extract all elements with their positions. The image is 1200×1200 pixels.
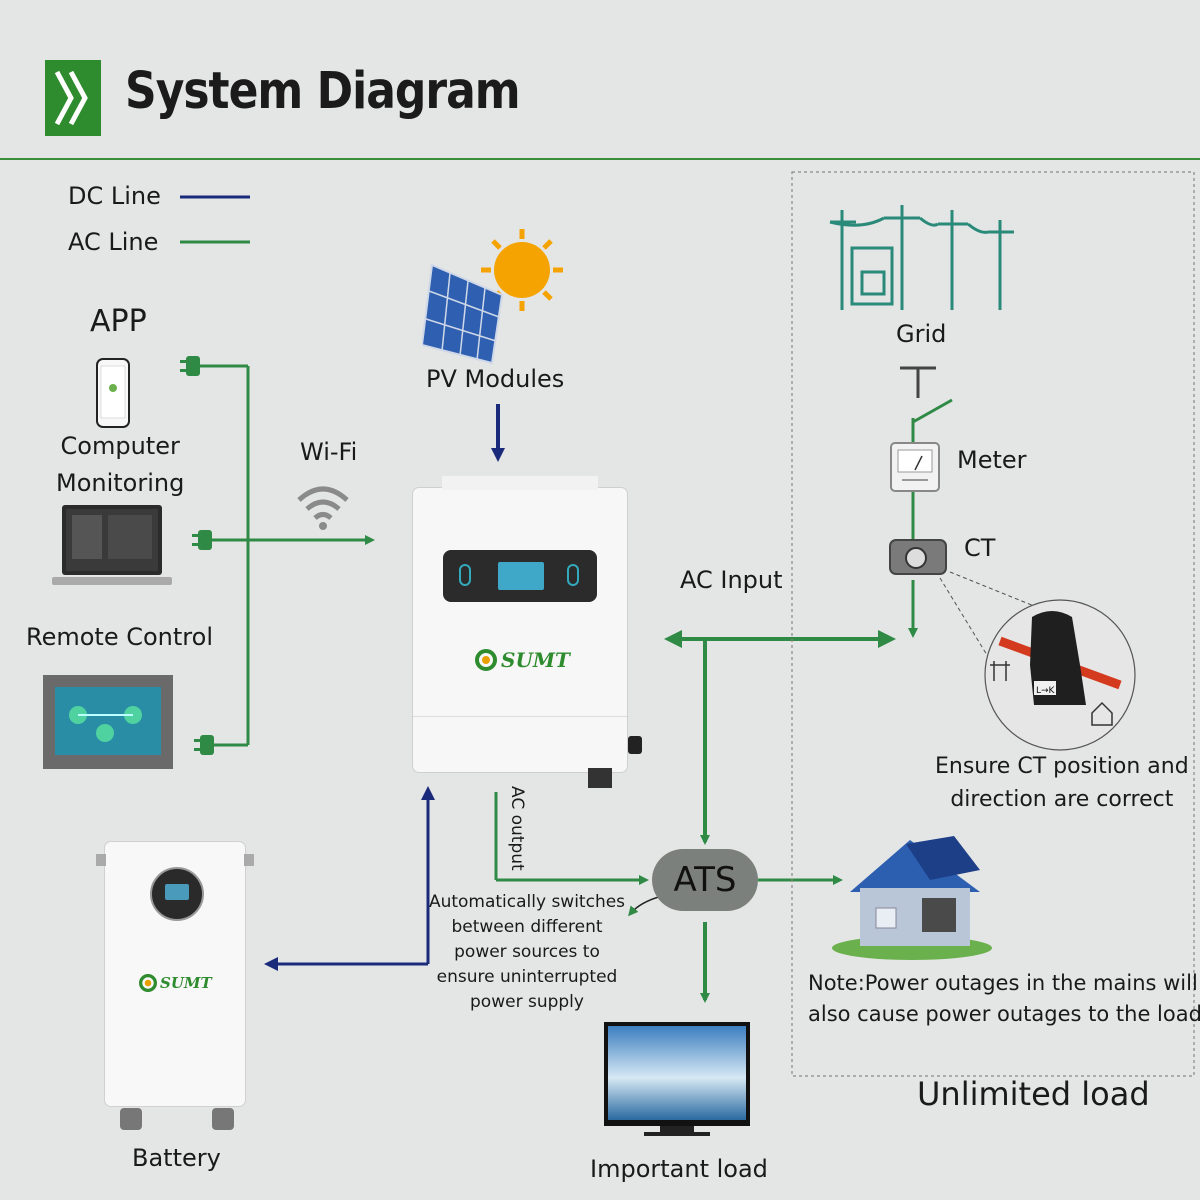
inverter-connector bbox=[588, 768, 612, 788]
inverter-side-switch bbox=[628, 736, 642, 754]
ats-node: ATS bbox=[652, 849, 758, 911]
battery-wheel-icon bbox=[120, 1108, 142, 1130]
wifi-label: Wi-Fi bbox=[300, 438, 358, 466]
ct-label: CT bbox=[964, 534, 996, 562]
grid-label: Grid bbox=[896, 320, 947, 348]
inverter-brand-logo: SUMT bbox=[475, 648, 570, 672]
battery-handle bbox=[244, 854, 254, 866]
tv-icon bbox=[604, 1022, 750, 1136]
brand-text: SUMT bbox=[160, 974, 212, 992]
plug-icon bbox=[192, 530, 212, 550]
legend-dc-label: DC Line bbox=[68, 182, 161, 210]
smartphone-icon bbox=[96, 358, 130, 428]
grid-switch bbox=[900, 366, 953, 444]
meter-label: Meter bbox=[957, 446, 1027, 474]
solar-panel-icon bbox=[422, 229, 563, 365]
chevron-logo-icon bbox=[45, 60, 101, 136]
plug-icon bbox=[180, 356, 200, 376]
battery-wheel-icon bbox=[212, 1108, 234, 1130]
wifi-icon bbox=[297, 486, 349, 530]
ac-input-line bbox=[664, 630, 896, 845]
app-label: APP bbox=[90, 304, 147, 339]
inverter-display-panel bbox=[443, 550, 597, 602]
battery-unit: SUMT bbox=[105, 842, 245, 1106]
app-connection-bracket bbox=[200, 364, 375, 747]
plug-icon bbox=[194, 735, 214, 755]
unlimited-load-label: Unlimited load bbox=[917, 1075, 1150, 1113]
laptop-icon bbox=[52, 505, 172, 585]
computer-monitoring-label: Computer Monitoring bbox=[56, 432, 185, 497]
ac-output-label: AC output bbox=[507, 786, 527, 871]
inverter-mount-bracket bbox=[442, 476, 598, 490]
brand-text: SUMT bbox=[501, 648, 570, 672]
battery-brand-logo: SUMT bbox=[139, 974, 212, 992]
meter-icon bbox=[890, 442, 940, 492]
ac-input-label: AC Input bbox=[680, 566, 783, 594]
ct-clamp-icon bbox=[889, 539, 947, 575]
house-icon bbox=[832, 836, 992, 960]
status-led-icon bbox=[459, 564, 471, 586]
touch-panel-icon bbox=[43, 675, 173, 769]
sumt-logo-icon bbox=[475, 649, 497, 671]
power-grid-icon bbox=[829, 205, 1014, 310]
header-divider bbox=[0, 158, 1200, 160]
ats-label: ATS bbox=[673, 860, 737, 900]
inverter-screen bbox=[498, 562, 544, 590]
battery-handle bbox=[96, 854, 106, 866]
ct-tag-text: L→K bbox=[1036, 686, 1056, 696]
status-led-icon bbox=[567, 564, 579, 586]
inverter: SUMT bbox=[413, 488, 627, 772]
pv-modules-label: PV Modules bbox=[426, 365, 565, 393]
page-title: System Diagram bbox=[125, 62, 521, 121]
battery-display-icon bbox=[150, 867, 204, 921]
outage-note: Note:Power outages in the mains will als… bbox=[808, 971, 1200, 1026]
important-load-label: Important load bbox=[590, 1155, 768, 1183]
ct-detail-icon: L→K bbox=[990, 611, 1122, 726]
battery-dc-line bbox=[264, 786, 435, 971]
ac-output-line bbox=[494, 792, 649, 885]
ats-note-arrow bbox=[628, 895, 663, 917]
sumt-logo-icon bbox=[139, 974, 157, 992]
remote-control-label: Remote Control bbox=[26, 623, 213, 651]
battery-label: Battery bbox=[132, 1144, 221, 1172]
grid-region-border bbox=[791, 171, 1195, 1077]
ct-note: Ensure CT position and direction are cor… bbox=[935, 754, 1189, 812]
legend-ac-label: AC Line bbox=[68, 228, 159, 256]
ats-description: Automatically switches between different… bbox=[428, 892, 626, 1012]
